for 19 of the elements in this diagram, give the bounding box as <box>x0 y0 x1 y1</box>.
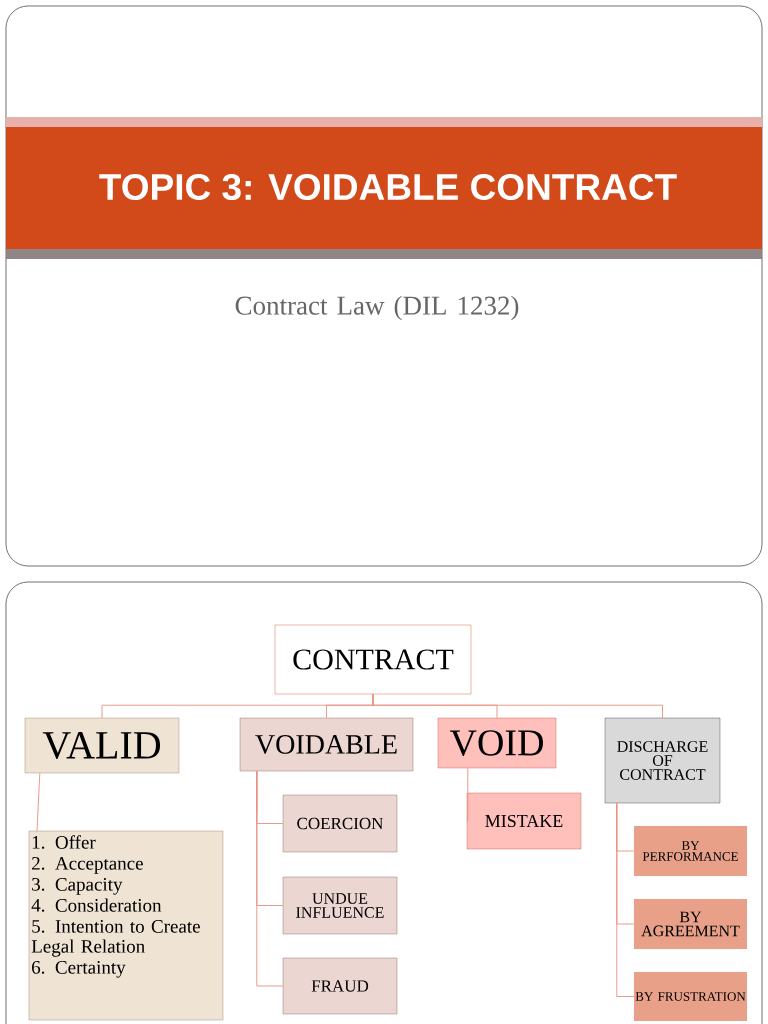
subtitle-text: Contract Law (DIL 1232) <box>235 295 519 321</box>
category-box: DISCHARGE OF CONTRACT <box>604 717 721 804</box>
tree-connector <box>616 802 635 997</box>
item-box: MISTAKE <box>466 792 582 850</box>
item-box: BY FRUSTRATION <box>634 972 747 1021</box>
item-box: BY PERFORMANCE <box>634 826 747 876</box>
category-box: CONTRACT <box>274 624 472 695</box>
tree-connector <box>466 767 469 822</box>
list-box: 1. Offer 2. Acceptance 3. Capacity 4. Consideration 5. Intention to Create Legal Relation 6. Certainty <box>28 830 224 1021</box>
item-box: BY AGREEMENT <box>634 899 747 949</box>
title-banner: TOPIC 3: VOIDABLE CONTRACT <box>6 117 762 259</box>
item-box: FRAUD <box>282 957 398 1015</box>
category-box: VALID <box>24 717 180 774</box>
category-box: VOIDABLE <box>239 717 414 772</box>
category-box: VOID <box>437 717 557 769</box>
item-box: UNDUE INFLUENCE <box>282 876 398 935</box>
tree-connector <box>372 693 663 719</box>
item-box: COERCION <box>282 794 398 853</box>
tree-connector <box>36 772 41 832</box>
